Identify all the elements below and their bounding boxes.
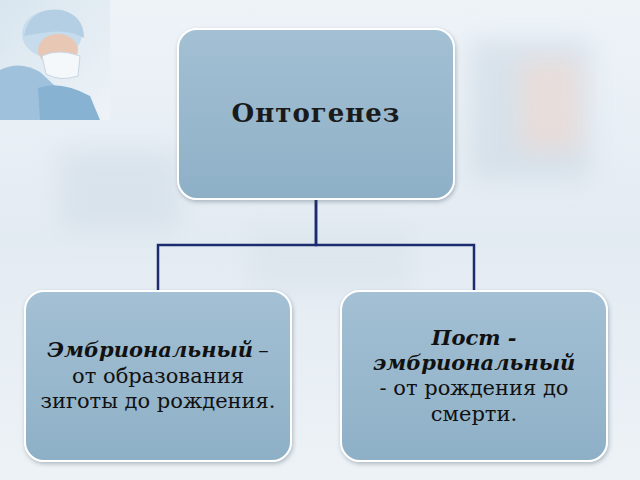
root-box: Онтогенез: [177, 28, 455, 200]
box-heading: Пост - эмбриональный: [354, 325, 594, 376]
box-text: Эмбриональный – от образования зиготы до…: [38, 337, 278, 415]
box-text: Пост - эмбриональный- от рождения до сме…: [354, 325, 594, 427]
stage-box: Эмбриональный – от образования зиготы до…: [24, 290, 292, 462]
box-body: - от рождения до смерти.: [354, 376, 594, 427]
tree-connector: [158, 200, 316, 290]
box-heading: Онтогенез: [232, 98, 401, 130]
box-text: Онтогенез: [232, 98, 401, 130]
surgeon-picture: [0, 0, 110, 120]
stage-box: Пост - эмбриональный- от рождения до сме…: [340, 290, 608, 462]
tree-connector: [316, 200, 474, 290]
box-heading: Эмбриональный: [47, 337, 253, 362]
